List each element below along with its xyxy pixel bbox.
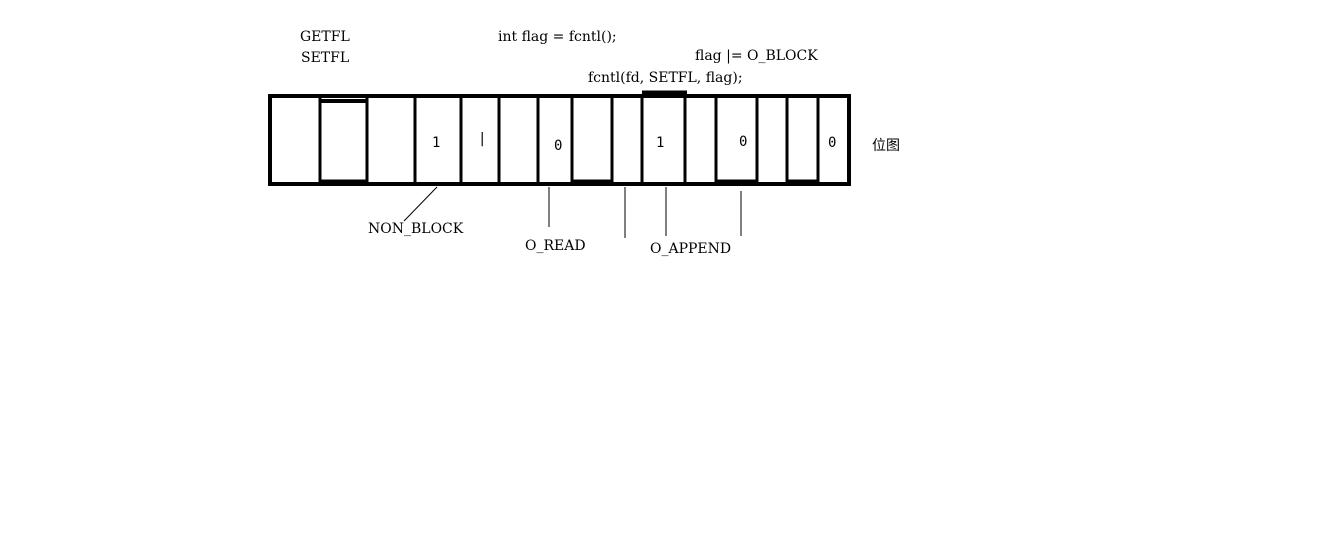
- bit-value: |: [478, 131, 486, 147]
- code-or-block: flag |= O_BLOCK: [695, 48, 818, 64]
- non-block-label: NON_BLOCK: [368, 221, 464, 237]
- code-set-flag: fcntl(fd, SETFL, flag);: [588, 70, 743, 86]
- bit-value: 1: [656, 135, 664, 151]
- bitmap-frame: [268, 94, 851, 186]
- bit-value: 0: [554, 138, 562, 154]
- getfl-label: GETFL: [300, 29, 350, 45]
- non-block-pointer: [403, 186, 438, 222]
- code-get-flag: int flag = fcntl();: [498, 29, 617, 45]
- o-read-label: O_READ: [525, 238, 586, 254]
- bit-value: 0: [739, 134, 747, 150]
- o-append-label: O_APPEND: [650, 241, 731, 257]
- bitmap-dividers: [318, 96, 820, 184]
- setfl-label: SETFL: [301, 50, 349, 66]
- bit-value: 1: [432, 135, 440, 151]
- bitmap-label: 位图: [872, 138, 900, 154]
- bit-value: 0: [828, 135, 836, 151]
